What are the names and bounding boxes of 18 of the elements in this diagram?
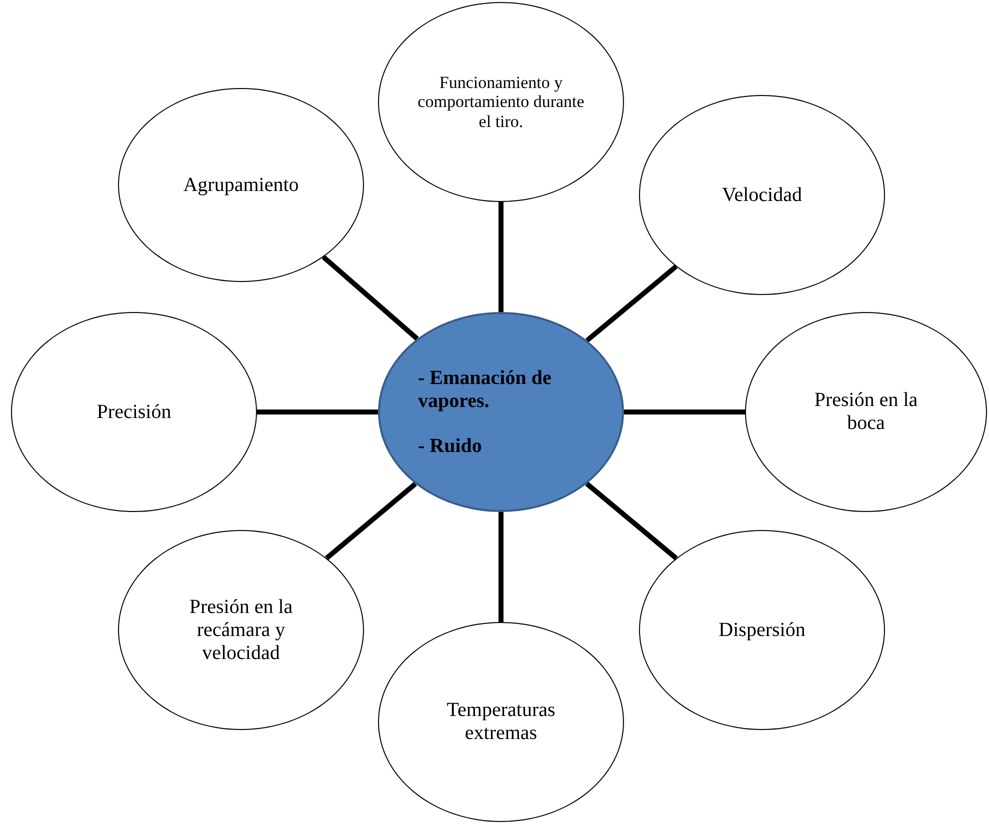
connector-line [585, 482, 678, 560]
node-label: Precisión [96, 400, 172, 424]
node-label: Velocidad [722, 184, 802, 206]
connector-line [585, 264, 678, 342]
connector-line [624, 410, 745, 414]
node-label: - Ruido [418, 434, 482, 458]
connector-line [322, 255, 419, 341]
connector-line [498, 202, 504, 312]
node-label: Presión en la recámara y velocidad [188, 596, 294, 664]
node-label: Temperaturas extremas [446, 699, 556, 745]
connector-line [325, 482, 417, 560]
node-label: Funcionamiento y comportamiento durante el tiro. [416, 72, 586, 132]
node-label: Agrupamiento [183, 174, 299, 196]
node-label: Dispersión [718, 618, 806, 642]
connector-line [257, 410, 378, 414]
node-label: Presión en la boca [813, 389, 919, 435]
node-label: - Emanación de vapores. [418, 366, 552, 412]
connector-line [498, 512, 504, 622]
